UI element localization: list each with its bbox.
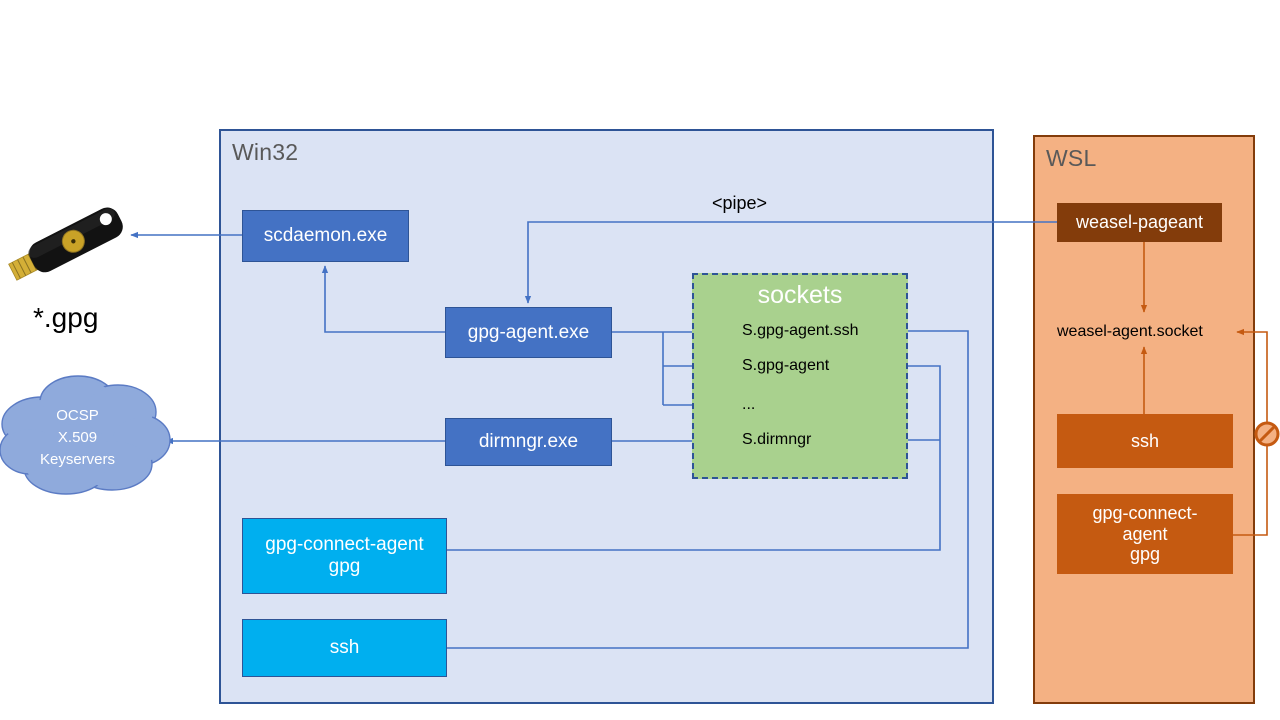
node-gpg-agent-exe[interactable]: gpg-agent.exe <box>445 307 612 358</box>
sockets-group-title: sockets <box>757 281 843 309</box>
node-ssh-win32[interactable]: ssh <box>242 619 447 677</box>
node-scdaemon-exe[interactable]: scdaemon.exe <box>242 210 409 262</box>
node-gpg-connect-agent-wsl-line2: agent <box>1122 523 1168 544</box>
wsl-panel-title: WSL <box>1046 145 1097 171</box>
node-dirmngr-exe-label: dirmngr.exe <box>478 431 579 453</box>
node-gpg-connect-agent-win32-line2: gpg <box>328 556 361 577</box>
node-ssh-win32-label: ssh <box>329 637 360 659</box>
socket-item-ellipsis: ... <box>742 396 756 413</box>
cloud-line-2: X.509 <box>57 428 98 446</box>
node-gpg-connect-agent-wsl-line1: gpg-connect- <box>1092 502 1198 523</box>
socket-item-s-dirmngr: S.dirmngr <box>742 431 812 448</box>
win32-panel-title: Win32 <box>232 139 299 165</box>
node-weasel-pageant-label: weasel-pageant <box>1075 212 1204 233</box>
socket-item-s-gpg-agent-ssh: S.gpg-agent.ssh <box>742 322 859 339</box>
ocsp-cloud-label: OCSP X.509 Keyservers <box>20 405 135 470</box>
sockets-group <box>692 273 908 479</box>
node-gpg-connect-agent-win32-line1: gpg-connect-agent <box>265 534 424 556</box>
prohibited-icon <box>1254 421 1280 447</box>
yubikey-shape <box>8 207 123 281</box>
node-weasel-pageant[interactable]: weasel-pageant <box>1057 203 1222 242</box>
node-gpg-connect-agent-win32[interactable]: gpg-connect-agent gpg <box>242 518 447 594</box>
node-dirmngr-exe[interactable]: dirmngr.exe <box>445 418 612 466</box>
pipe-label: <pipe> <box>712 193 768 213</box>
gpg-file-label: *.gpg <box>33 302 99 333</box>
node-ssh-wsl[interactable]: ssh <box>1057 414 1233 468</box>
socket-item-s-gpg-agent: S.gpg-agent <box>742 357 830 374</box>
weasel-agent-socket-label: weasel-agent.socket <box>1057 323 1203 340</box>
node-ssh-wsl-label: ssh <box>1130 430 1159 451</box>
node-gpg-agent-exe-label: gpg-agent.exe <box>467 321 590 343</box>
node-gpg-connect-agent-wsl-line3: gpg <box>1129 544 1161 565</box>
node-scdaemon-exe-label: scdaemon.exe <box>263 225 388 247</box>
cloud-line-1: OCSP <box>56 407 99 424</box>
node-gpg-connect-agent-wsl[interactable]: gpg-connect- agent gpg <box>1057 494 1233 574</box>
cloud-line-3: Keyservers <box>39 450 116 468</box>
